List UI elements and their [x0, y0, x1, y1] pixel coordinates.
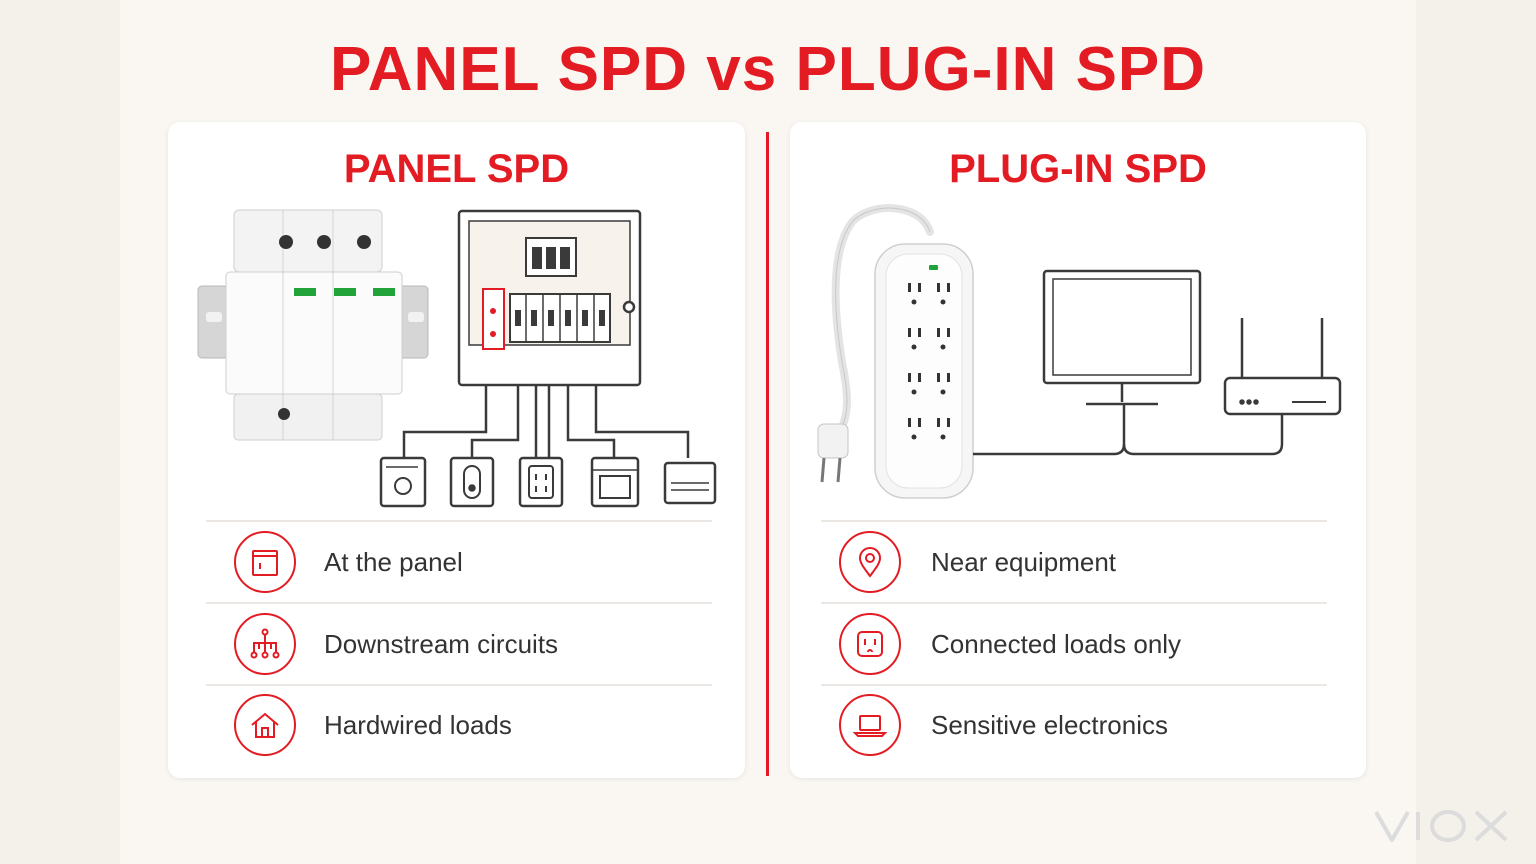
plug-in-spd-title: PLUG-IN SPD	[949, 147, 1207, 191]
feature-label: Connected loads only	[931, 628, 1182, 659]
wall-outlet-icon	[518, 456, 564, 508]
panel-spd-feature-list: At the panel Downstream circuits	[206, 520, 712, 764]
feature-label: Hardwired loads	[324, 709, 512, 740]
electrical-panel-icon	[379, 209, 717, 508]
monitor-icon	[1042, 269, 1202, 406]
panel-box-icon	[234, 531, 296, 593]
feature-label: At the panel	[324, 546, 463, 577]
house-icon	[234, 694, 296, 756]
plug-in-spd-card: PLUG-IN SPD	[790, 122, 1366, 778]
viox-logo	[1374, 810, 1508, 842]
panel-spd-illustration	[197, 209, 717, 508]
panel-spd-card: PANEL SPD	[168, 122, 745, 778]
plug-in-spd-illustration	[817, 204, 1342, 499]
location-pin-icon	[839, 531, 901, 593]
air-conditioner-icon	[663, 461, 717, 505]
branch-circuits-icon	[234, 613, 296, 675]
din-spd-module-icon	[197, 209, 429, 441]
feature-row-at-the-panel: At the panel	[206, 520, 712, 602]
power-strip-icon	[817, 204, 974, 499]
feature-label: Sensitive electronics	[931, 709, 1168, 740]
feature-label: Near equipment	[931, 546, 1116, 577]
feature-row-downstream-circuits: Downstream circuits	[206, 602, 712, 684]
feature-label: Downstream circuits	[324, 628, 559, 659]
panel-spd-title: PANEL SPD	[343, 147, 570, 191]
laptop-icon	[839, 694, 901, 756]
page-title: PANEL SPD vs PLUG-IN SPD	[329, 35, 1207, 104]
center-divider	[766, 132, 769, 776]
washer-icon	[379, 456, 427, 508]
water-heater-icon	[449, 456, 495, 508]
feature-row-sensitive-electronics: Sensitive electronics	[821, 684, 1327, 764]
feature-row-connected-loads-only: Connected loads only	[821, 602, 1327, 684]
plug-in-spd-feature-list: Near equipment Connected loads only Se	[821, 520, 1327, 764]
feature-row-hardwired-loads: Hardwired loads	[206, 684, 712, 764]
feature-row-near-equipment: Near equipment	[821, 520, 1327, 602]
router-icon	[1223, 318, 1342, 416]
oven-icon	[590, 456, 640, 508]
outlet-icon	[839, 613, 901, 675]
